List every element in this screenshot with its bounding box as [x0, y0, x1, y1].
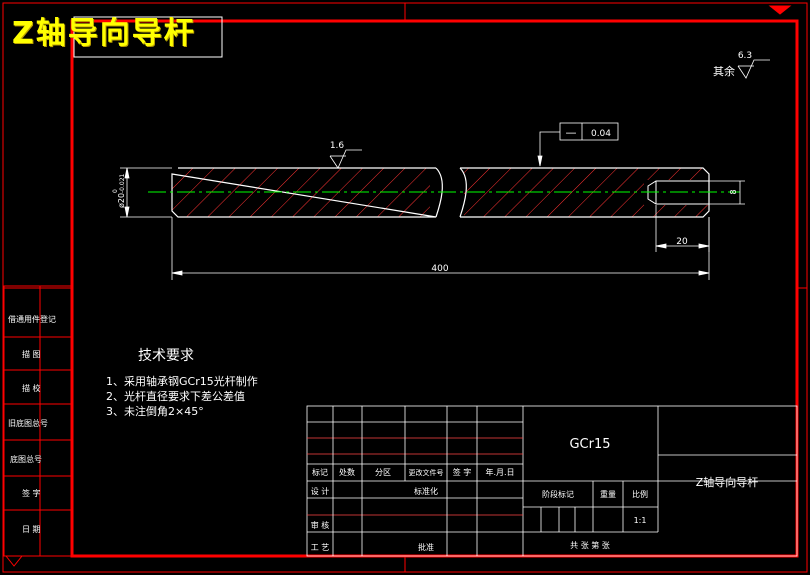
sheet-count: 共 张 第 张 — [570, 540, 610, 550]
title-block-header: 年.月.日 — [485, 467, 514, 477]
side-panel-cell: 日 期 — [22, 525, 41, 534]
dim-length: 400 — [431, 264, 448, 274]
dim-diameter-upper: 0 — [112, 189, 119, 193]
roughness-general-label: 其余 — [713, 64, 735, 78]
tolerance-value: 0.04 — [591, 129, 611, 139]
scale-value: 1:1 — [634, 516, 647, 525]
stage-label: 阶段标记 — [542, 489, 574, 499]
scale-label: 比例 — [632, 489, 648, 499]
roughness-local: 1.6 — [330, 141, 345, 151]
tech-requirement-1: 1、采用轴承钢GCr15光杆制作 — [106, 374, 258, 388]
role-design: 设 计 — [311, 486, 330, 496]
side-panel-cell: 旧底图总号 — [8, 418, 48, 428]
tech-requirement-2: 2、光杆直径要求下差公差值 — [106, 389, 245, 403]
side-panel-cell: 描 图 — [22, 349, 41, 359]
tolerance-symbol: — — [566, 126, 577, 139]
role-review: 审 核 — [311, 520, 330, 530]
title-block-header: 分区 — [375, 468, 391, 477]
title-banner-box — [73, 16, 223, 58]
role-process: 工 艺 — [311, 543, 330, 552]
dimension-lines — [120, 59, 770, 280]
side-panel — [3, 285, 73, 557]
title-block-header: 签 字 — [453, 467, 472, 477]
tech-requirement-3: 3、未注倒角2×45° — [106, 404, 204, 418]
side-panel-cell: 签 字 — [22, 488, 41, 498]
title-block — [306, 405, 798, 557]
dim-diameter-lower: -0.021 — [119, 173, 126, 193]
side-panel-cell: 借通用件登记 — [8, 314, 56, 324]
role-approval: 批准 — [418, 542, 434, 552]
guide-rod — [148, 167, 740, 218]
weight-label: 重量 — [600, 489, 616, 499]
dim-hole-depth: 20 — [676, 237, 688, 247]
side-panel-cell: 描 校 — [22, 383, 41, 393]
material-label: GCr15 — [569, 437, 610, 452]
dim-diameter: ø20 — [117, 193, 126, 208]
title-banner: Z轴导向导杆 — [12, 16, 196, 51]
side-panel-cell: 底图总号 — [10, 454, 42, 464]
roughness-general-value: 6.3 — [738, 51, 752, 61]
title-block-header: 更改文件号 — [409, 468, 444, 477]
role-standardization: 标准化 — [414, 486, 438, 496]
title-block-header: 处数 — [339, 467, 355, 477]
title-block-header: 标记 — [312, 467, 328, 477]
tech-requirements-heading: 技术要求 — [138, 348, 194, 364]
part-name: Z轴导向导杆 — [696, 475, 759, 489]
dim-hole-dia: 8 — [729, 189, 738, 194]
